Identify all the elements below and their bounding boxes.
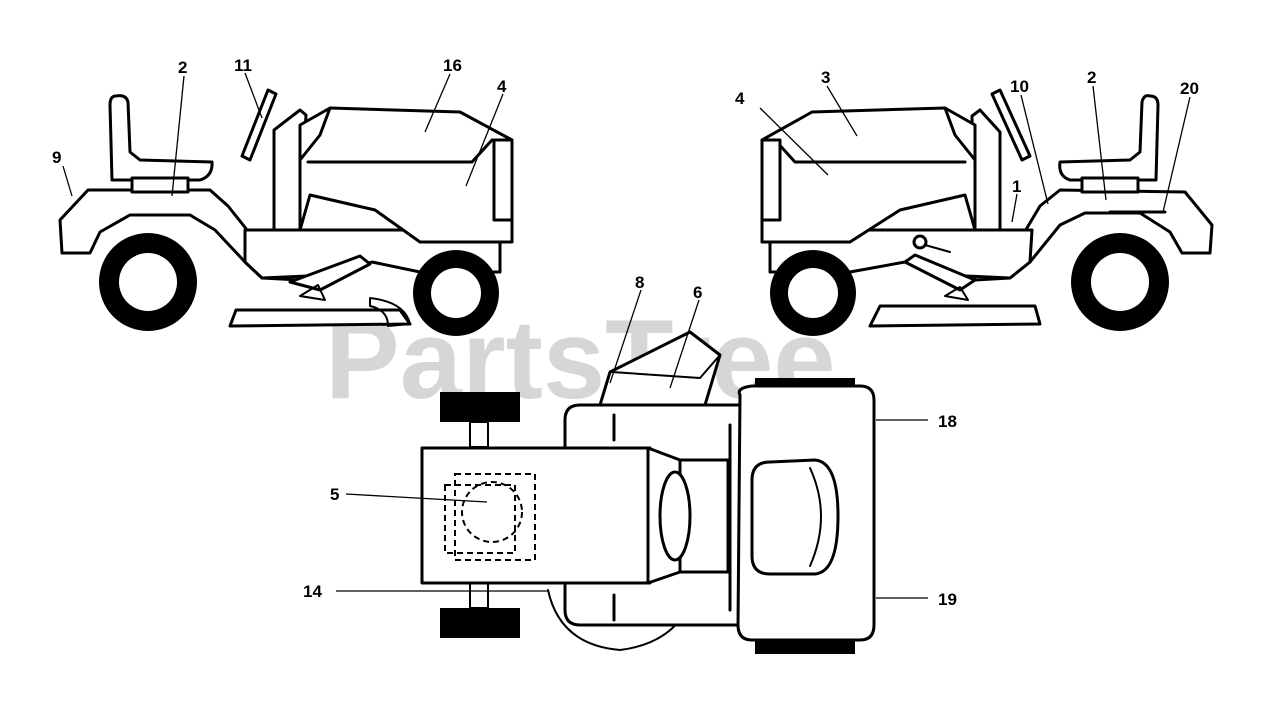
callout-4-left: 4 [497,77,507,96]
right-ignition-knob [912,234,928,250]
top-front-tire-lower [440,608,520,638]
right-hood [760,106,977,244]
callout-16: 16 [443,56,462,75]
callout-11: 11 [234,56,252,75]
left-seat-base [130,176,190,194]
callout-19: 19 [938,590,957,609]
left-steering-wheel [240,88,278,162]
left-grille [492,138,514,222]
top-hood-decal-circle [461,481,523,543]
tractor-top-view [420,330,876,654]
tractor-right-side-view [760,88,1214,336]
left-steering-column [272,108,308,232]
callout-6: 6 [693,283,702,302]
right-pedal [903,253,977,292]
left-discharge-chute [369,297,411,327]
callout-20: 20 [1180,79,1199,98]
top-hood-decal-outline-back [444,484,516,554]
callout-9: 9 [52,148,61,167]
callout-3: 3 [821,68,830,87]
callout-18: 18 [938,412,957,431]
left-seat [108,94,214,182]
right-seat-base [1080,176,1140,194]
callout-5: 5 [330,485,339,504]
top-deck-edge [547,589,681,651]
right-steering-column [970,108,1002,232]
callout-14: 14 [303,582,322,601]
right-grille [760,138,782,222]
callout-10: 10 [1010,77,1029,96]
callout-2-right: 2 [1087,68,1096,87]
callout-leaders [62,72,1191,599]
left-pedal [288,254,372,292]
top-hood-decal-outline [454,473,536,561]
left-hood [298,106,514,244]
tractor-left-side-view [58,88,514,336]
right-mower-deck [868,304,1042,328]
top-front-tire-upper [440,392,520,422]
right-seat [1058,94,1160,182]
right-steering-wheel [990,88,1032,162]
callout-numbers: 9 2 11 16 4 4 3 10 2 20 1 8 6 5 14 18 19 [52,56,1199,609]
callout-1: 1 [1012,177,1021,196]
top-steering-wheel [658,470,692,562]
callout-4-right: 4 [735,89,745,108]
callout-2-left: 2 [178,58,187,77]
callout-8: 8 [635,273,644,292]
top-rear-tire-lower [755,640,855,654]
top-seat [750,458,840,576]
